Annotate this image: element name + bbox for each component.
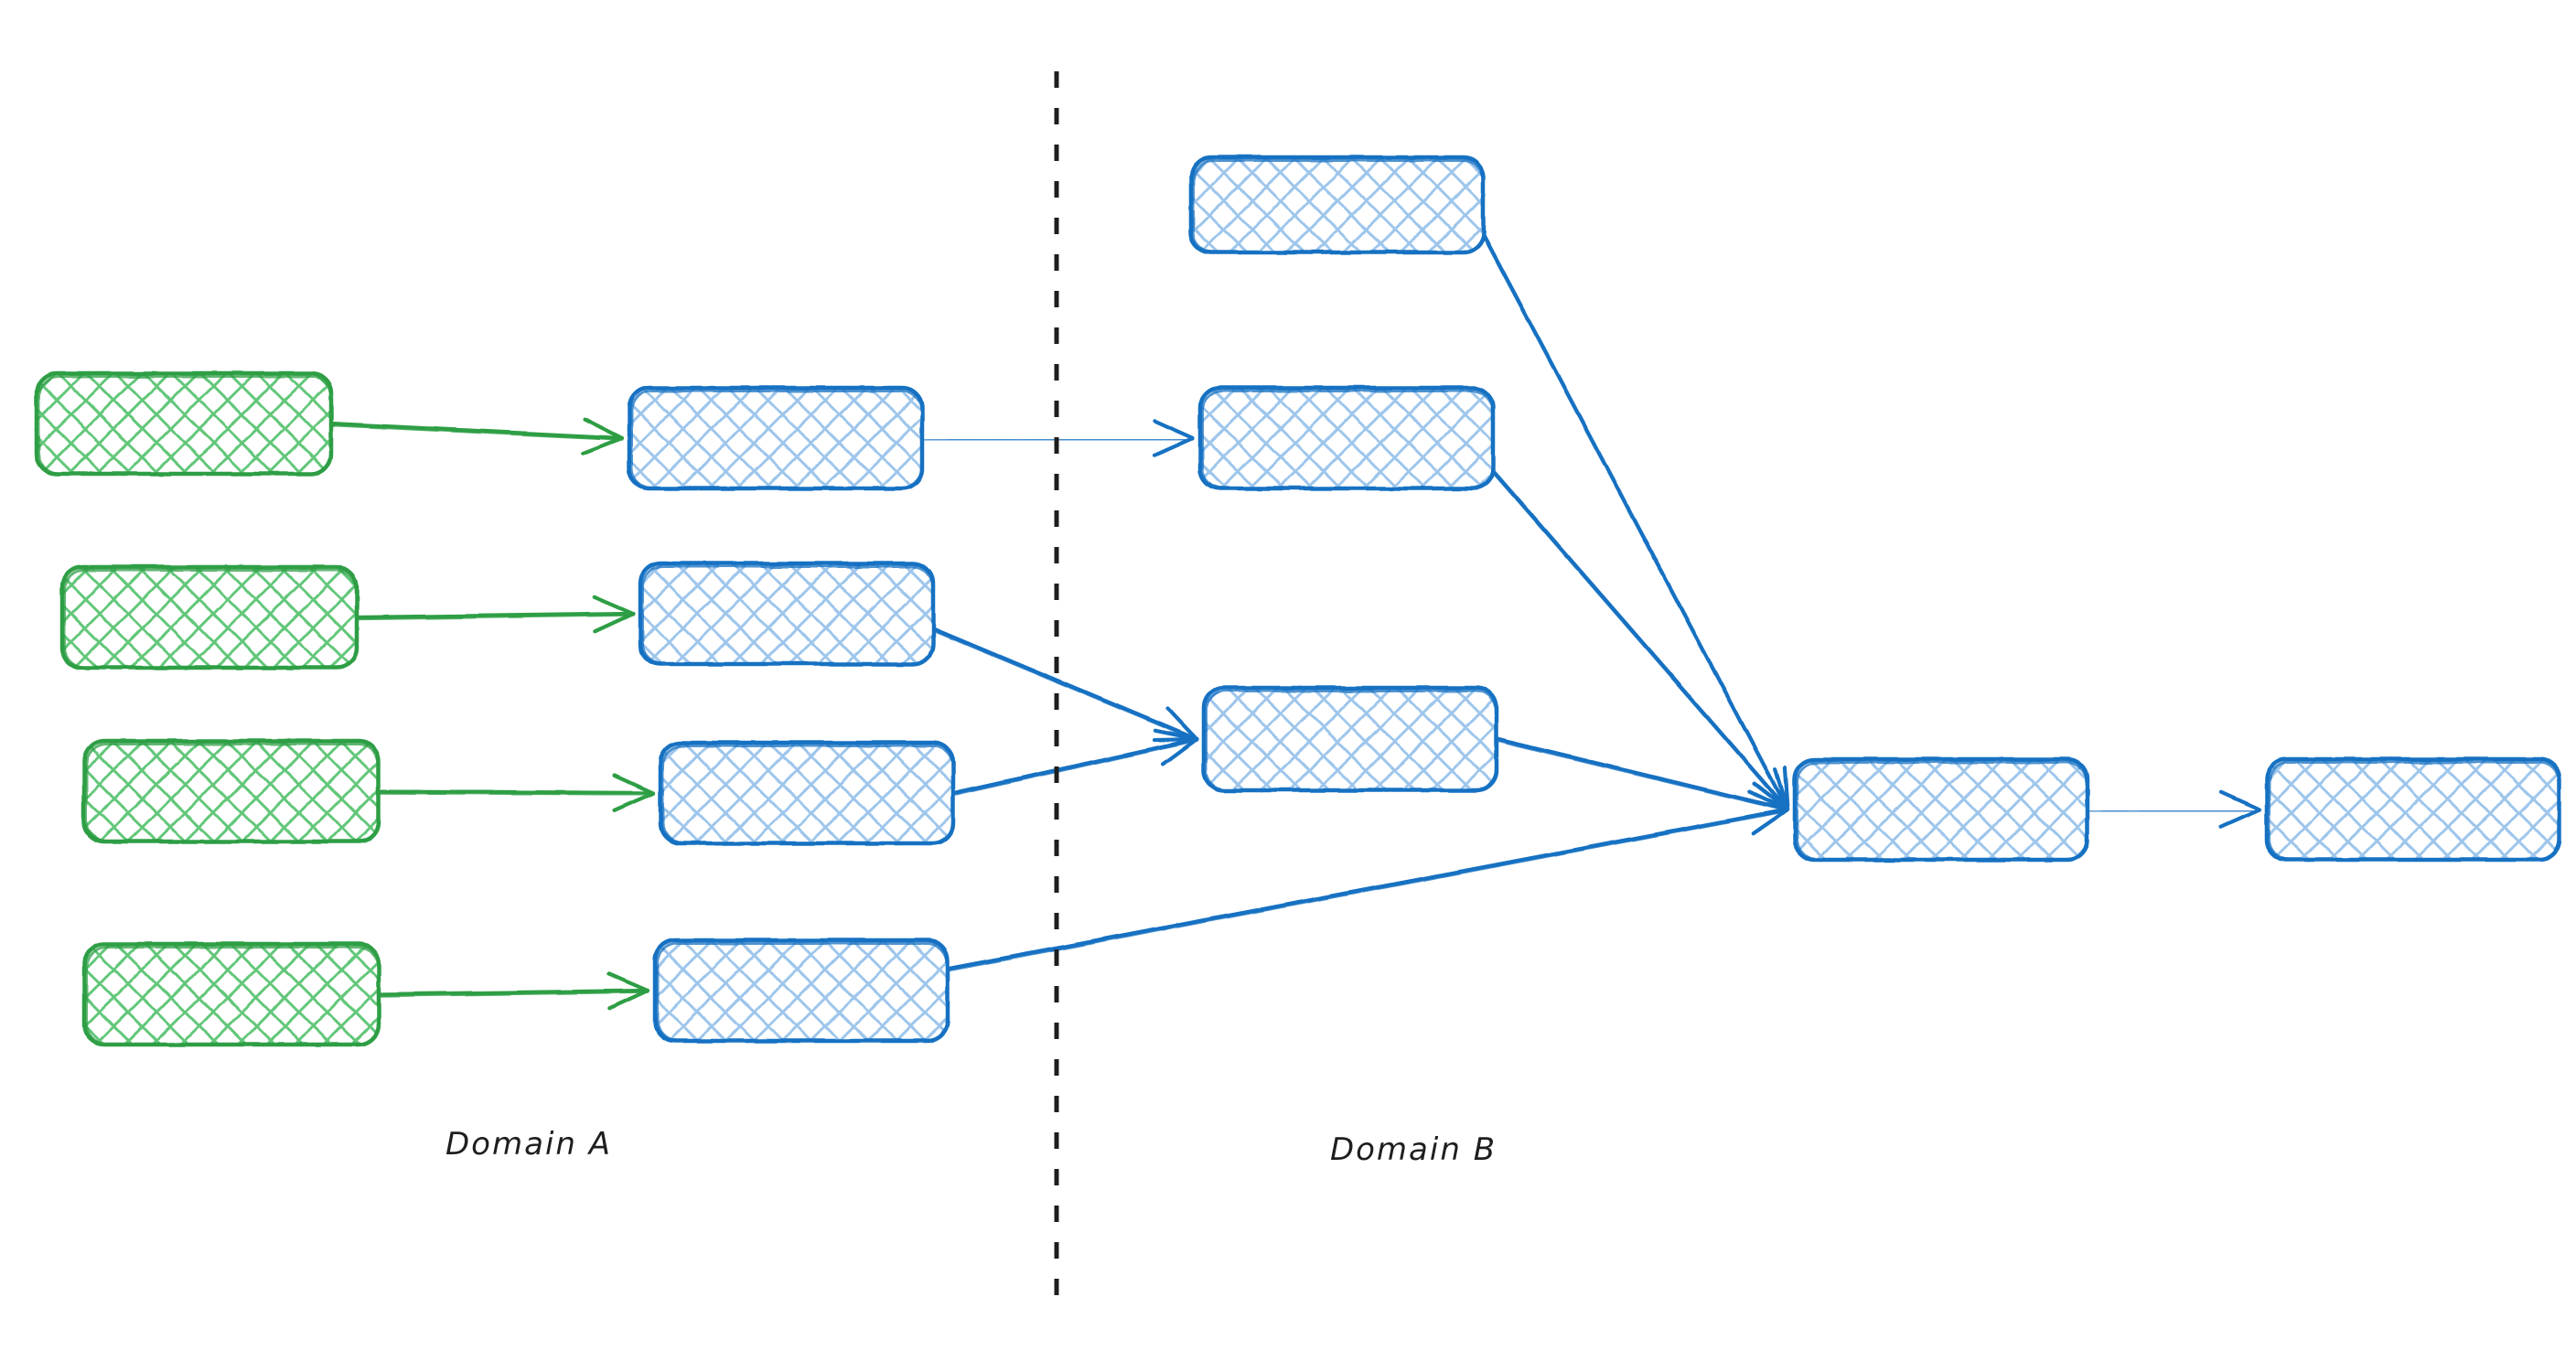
node-a-src-1[interactable] xyxy=(34,370,334,477)
node-a-src-4[interactable] xyxy=(81,941,381,1047)
node-a-src-2[interactable] xyxy=(59,564,360,670)
node-b-merge[interactable] xyxy=(1792,756,2090,863)
node-b-out[interactable] xyxy=(2264,756,2562,863)
node-b-node-1[interactable] xyxy=(1188,155,1487,255)
node-a-proc-1[interactable] xyxy=(627,385,925,491)
edge-e2 xyxy=(354,595,636,634)
edge-e7 xyxy=(950,728,1199,797)
edge-e8 xyxy=(945,798,1790,972)
domain-b-label: Domain B xyxy=(1330,1131,1497,1168)
node-a-src-3[interactable] xyxy=(81,738,381,844)
node-a-proc-4[interactable] xyxy=(652,938,950,1044)
node-b-node-2[interactable] xyxy=(1197,385,1496,491)
node-a-proc-3[interactable] xyxy=(658,740,956,846)
edge-e3 xyxy=(376,773,656,812)
edge-e6 xyxy=(930,627,1199,743)
node-a-proc-2[interactable] xyxy=(638,561,936,667)
edge-e10 xyxy=(1490,468,1790,812)
edge-e1 xyxy=(328,417,625,456)
domain-a-label: Domain A xyxy=(445,1126,612,1163)
edge-e4 xyxy=(376,971,650,1011)
edge-layer xyxy=(328,233,2262,1011)
node-b-node-3[interactable] xyxy=(1201,685,1499,793)
edge-e11 xyxy=(1494,736,1790,820)
node-layer xyxy=(34,155,2562,1047)
edge-e12 xyxy=(2085,790,2262,829)
edge-e9 xyxy=(1481,233,1790,812)
